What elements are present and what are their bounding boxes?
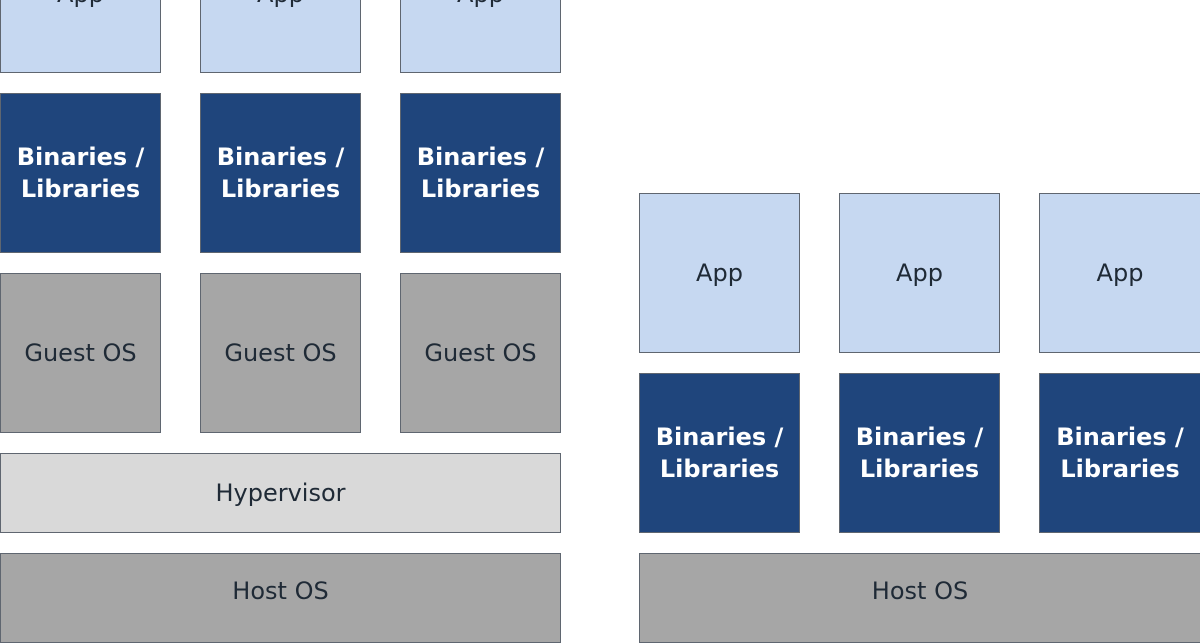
vm-host-os-label: Host OS [232, 577, 329, 605]
vm-app-label-1: App [57, 0, 104, 10]
container-binaries-box-2: Binaries / Libraries [839, 373, 1000, 533]
vm-app-box-1: App [0, 0, 161, 73]
container-app-label-3: App [1096, 259, 1144, 287]
container-host-os-box: Host OS [639, 553, 1200, 643]
vm-app-label-3: App [457, 0, 504, 10]
vm-binaries-label-2: Binaries / Libraries [216, 143, 345, 203]
container-host-os-label: Host OS [871, 577, 969, 605]
vm-binaries-label-1: Binaries / Libraries [16, 143, 145, 203]
container-binaries-label-3: Binaries / Libraries [1056, 423, 1184, 483]
guest-os-label-2: Guest OS [224, 339, 337, 367]
container-app-label-1: App [696, 259, 743, 287]
vm-host-os-box: Host OS [0, 553, 561, 643]
container-binaries-box-1: Binaries / Libraries [639, 373, 800, 533]
container-binaries-box-3: Binaries / Libraries [1039, 373, 1200, 533]
vm-app-box-3: App [400, 0, 561, 73]
guest-os-box-3: Guest OS [400, 273, 561, 433]
vm-binaries-box-3: Binaries / Libraries [400, 93, 561, 253]
hypervisor-label: Hypervisor [215, 479, 346, 507]
vm-app-box-2: App [200, 0, 361, 73]
guest-os-label-1: Guest OS [24, 339, 137, 367]
vm-binaries-box-2: Binaries / Libraries [200, 93, 361, 253]
container-app-box-3: App [1039, 193, 1200, 353]
vm-binaries-label-3: Binaries / Libraries [416, 143, 545, 203]
guest-os-box-2: Guest OS [200, 273, 361, 433]
container-app-label-2: App [896, 259, 943, 287]
guest-os-label-3: Guest OS [424, 339, 537, 367]
container-binaries-label-1: Binaries / Libraries [655, 423, 784, 483]
vm-binaries-box-1: Binaries / Libraries [0, 93, 161, 253]
container-binaries-label-2: Binaries / Libraries [855, 423, 984, 483]
guest-os-box-1: Guest OS [0, 273, 161, 433]
hypervisor-box: Hypervisor [0, 453, 561, 533]
vm-app-label-2: App [257, 0, 304, 10]
container-app-box-1: App [639, 193, 800, 353]
container-app-box-2: App [839, 193, 1000, 353]
